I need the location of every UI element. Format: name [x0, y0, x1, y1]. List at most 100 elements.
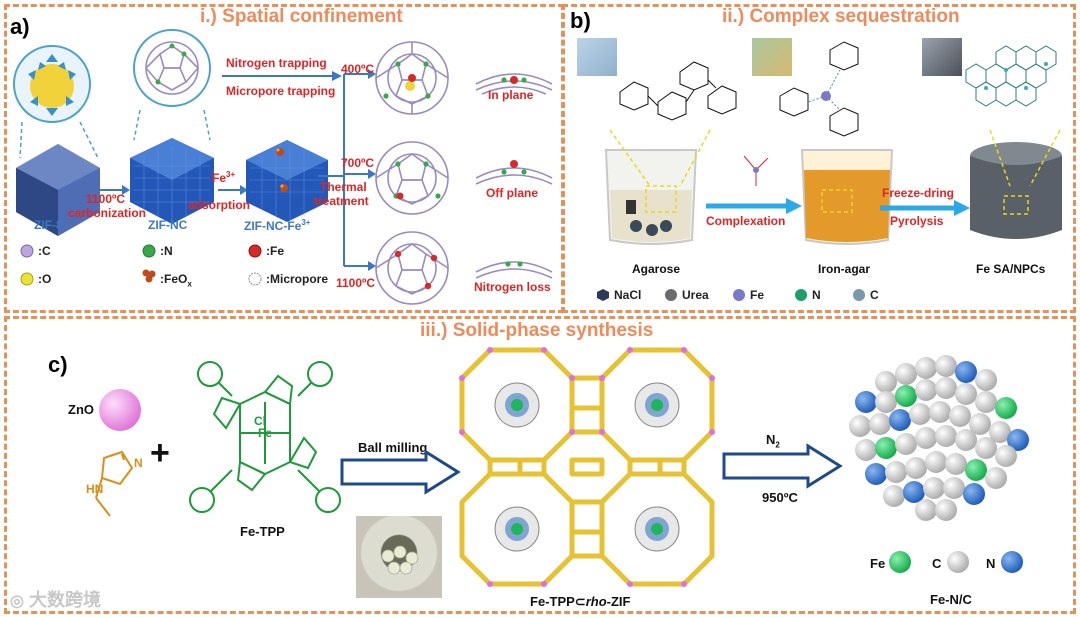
legend-n-b-icon	[795, 289, 807, 301]
legend-micropore-icon	[248, 272, 262, 286]
temp-950-label: 950ºC	[762, 490, 798, 505]
panel-b-title: ii.) Complex sequestration	[722, 6, 960, 27]
legend-c: :C	[38, 244, 51, 258]
legend-c-b-icon	[853, 289, 865, 301]
leg-c-c-icon	[947, 551, 969, 573]
legend-micropore: :Micropore	[266, 272, 329, 286]
zif-nc-particle	[130, 138, 214, 224]
legend-feox: :FeOx	[160, 272, 192, 289]
arrow-adsorption	[218, 185, 248, 195]
legend-n-icon	[142, 244, 156, 258]
temp-700: 700ºC	[341, 156, 375, 170]
zno-sphere	[99, 389, 141, 431]
zif-nc-fe-label: ZIF-NC-Fe3+	[244, 218, 311, 233]
agarose-label: Agarose	[632, 262, 681, 276]
legend-urea-icon	[665, 289, 677, 301]
sheet-in-plane	[475, 73, 553, 95]
leg-n-c-label: N	[986, 556, 996, 571]
hn-label: HN	[86, 482, 104, 496]
milling-balls	[381, 545, 419, 575]
zif-nc-fe-particle	[246, 140, 328, 222]
complexation-label: Complexation	[706, 214, 786, 228]
treatment-label: treatment	[314, 194, 369, 208]
cl-label: Cl	[254, 414, 266, 428]
carbonization-label: carbonization	[68, 206, 147, 220]
legend-feox-icon	[142, 269, 156, 283]
in-plane-label: In plane	[488, 88, 534, 102]
fe-tpp-label: Fe-TPP	[240, 524, 285, 539]
plus-sign: +	[150, 434, 170, 472]
zif-nc-zoom-lines	[133, 109, 211, 141]
temp-1100: 1100ºC	[336, 276, 376, 290]
thermal-label: Thermal	[320, 180, 367, 194]
porous-cylinder	[970, 142, 1062, 239]
product-label: Fe SA/NPCs	[976, 262, 1046, 276]
agarose-photo	[577, 38, 617, 76]
watermark: ◎ 大数跨境	[10, 590, 101, 610]
arrow-thermal-in	[318, 175, 344, 177]
legend-n: :N	[160, 244, 173, 258]
arrow-carbonization	[100, 185, 130, 195]
n-label: N	[134, 456, 143, 470]
zif8-crystal	[16, 144, 100, 236]
panel-b-label: b)	[570, 8, 591, 33]
panel-c	[4, 316, 1076, 614]
ball-milling-label: Ball milling	[358, 440, 428, 455]
iron-agar-label: Iron-agar	[818, 262, 871, 276]
graphene-sheet	[965, 45, 1057, 107]
zif-nc-fullerene-circle	[133, 29, 211, 107]
fullerene-700	[375, 141, 449, 215]
fe-ion-label: Fe3+	[212, 170, 236, 185]
iron-agar-structure	[779, 41, 859, 137]
fe-n-c-cluster	[849, 355, 1029, 521]
panel-c-title: iii.) Solid-phase synthesis	[420, 320, 654, 341]
arrow-ball-milling	[340, 449, 461, 495]
zif8-zoom-lines	[19, 121, 99, 159]
leg-n-c-icon	[1001, 551, 1023, 573]
composite-label: Fe-TPP⊂rho-ZIF	[530, 594, 631, 609]
pyrolysis-label: Pyrolysis	[890, 214, 944, 228]
iron-agar-beaker	[800, 149, 894, 245]
legend-nacl: NaCl	[614, 288, 642, 302]
watermark-logo-icon: ◎	[10, 593, 24, 610]
n2-label: N2	[766, 432, 780, 450]
sheet-off-plane	[475, 160, 553, 185]
leg-c-c-label: C	[932, 556, 942, 571]
zif-nc-label: ZIF-NC	[148, 218, 188, 232]
leg-fe-c-icon	[889, 551, 911, 573]
panel-c-label: c)	[48, 352, 68, 377]
iron-agar-photo	[752, 38, 792, 76]
sheet-nitrogen-loss	[475, 261, 553, 279]
off-plane-label: Off plane	[486, 186, 539, 200]
legend-fe-b-icon	[733, 289, 745, 301]
leg-fe-c-label: Fe	[870, 556, 886, 571]
zif8-unit-cell-circle	[13, 45, 91, 123]
fe-n-c-label: Fe-N/C	[930, 592, 972, 607]
legend-nacl-icon	[597, 289, 609, 301]
carbonization-temp: 1100ºC	[86, 192, 126, 206]
rho-zif-framework	[459, 347, 715, 587]
zif8-label: ZIF-8	[34, 218, 63, 232]
legend-c-b: C	[870, 288, 879, 302]
thermal-bracket	[343, 69, 376, 271]
panel-b	[562, 4, 1076, 313]
legend-fe-b: Fe	[750, 288, 765, 302]
nitrate-molecule	[743, 155, 769, 186]
panel-a-label: a)	[10, 14, 30, 39]
legend-fe: :Fe	[266, 244, 284, 258]
nitrogen-loss-label: Nitrogen loss	[474, 280, 551, 294]
agarose-structure	[619, 61, 737, 121]
methylimidazole-structure	[95, 450, 134, 517]
arrow-pyrolysis	[722, 443, 843, 489]
legend-n-b: N	[812, 288, 821, 302]
product-photo	[922, 38, 962, 76]
agarose-beaker	[604, 149, 698, 245]
fullerene-400	[375, 41, 449, 115]
micropore-trapping-label: Micropore trapping	[226, 84, 336, 98]
legend-o-icon	[20, 272, 34, 286]
legend-o: :O	[38, 272, 52, 286]
legend-fe-icon	[248, 244, 262, 258]
arrow-complexation	[706, 198, 802, 214]
arrow-freeze	[880, 200, 970, 216]
zno-label: ZnO	[68, 402, 94, 417]
